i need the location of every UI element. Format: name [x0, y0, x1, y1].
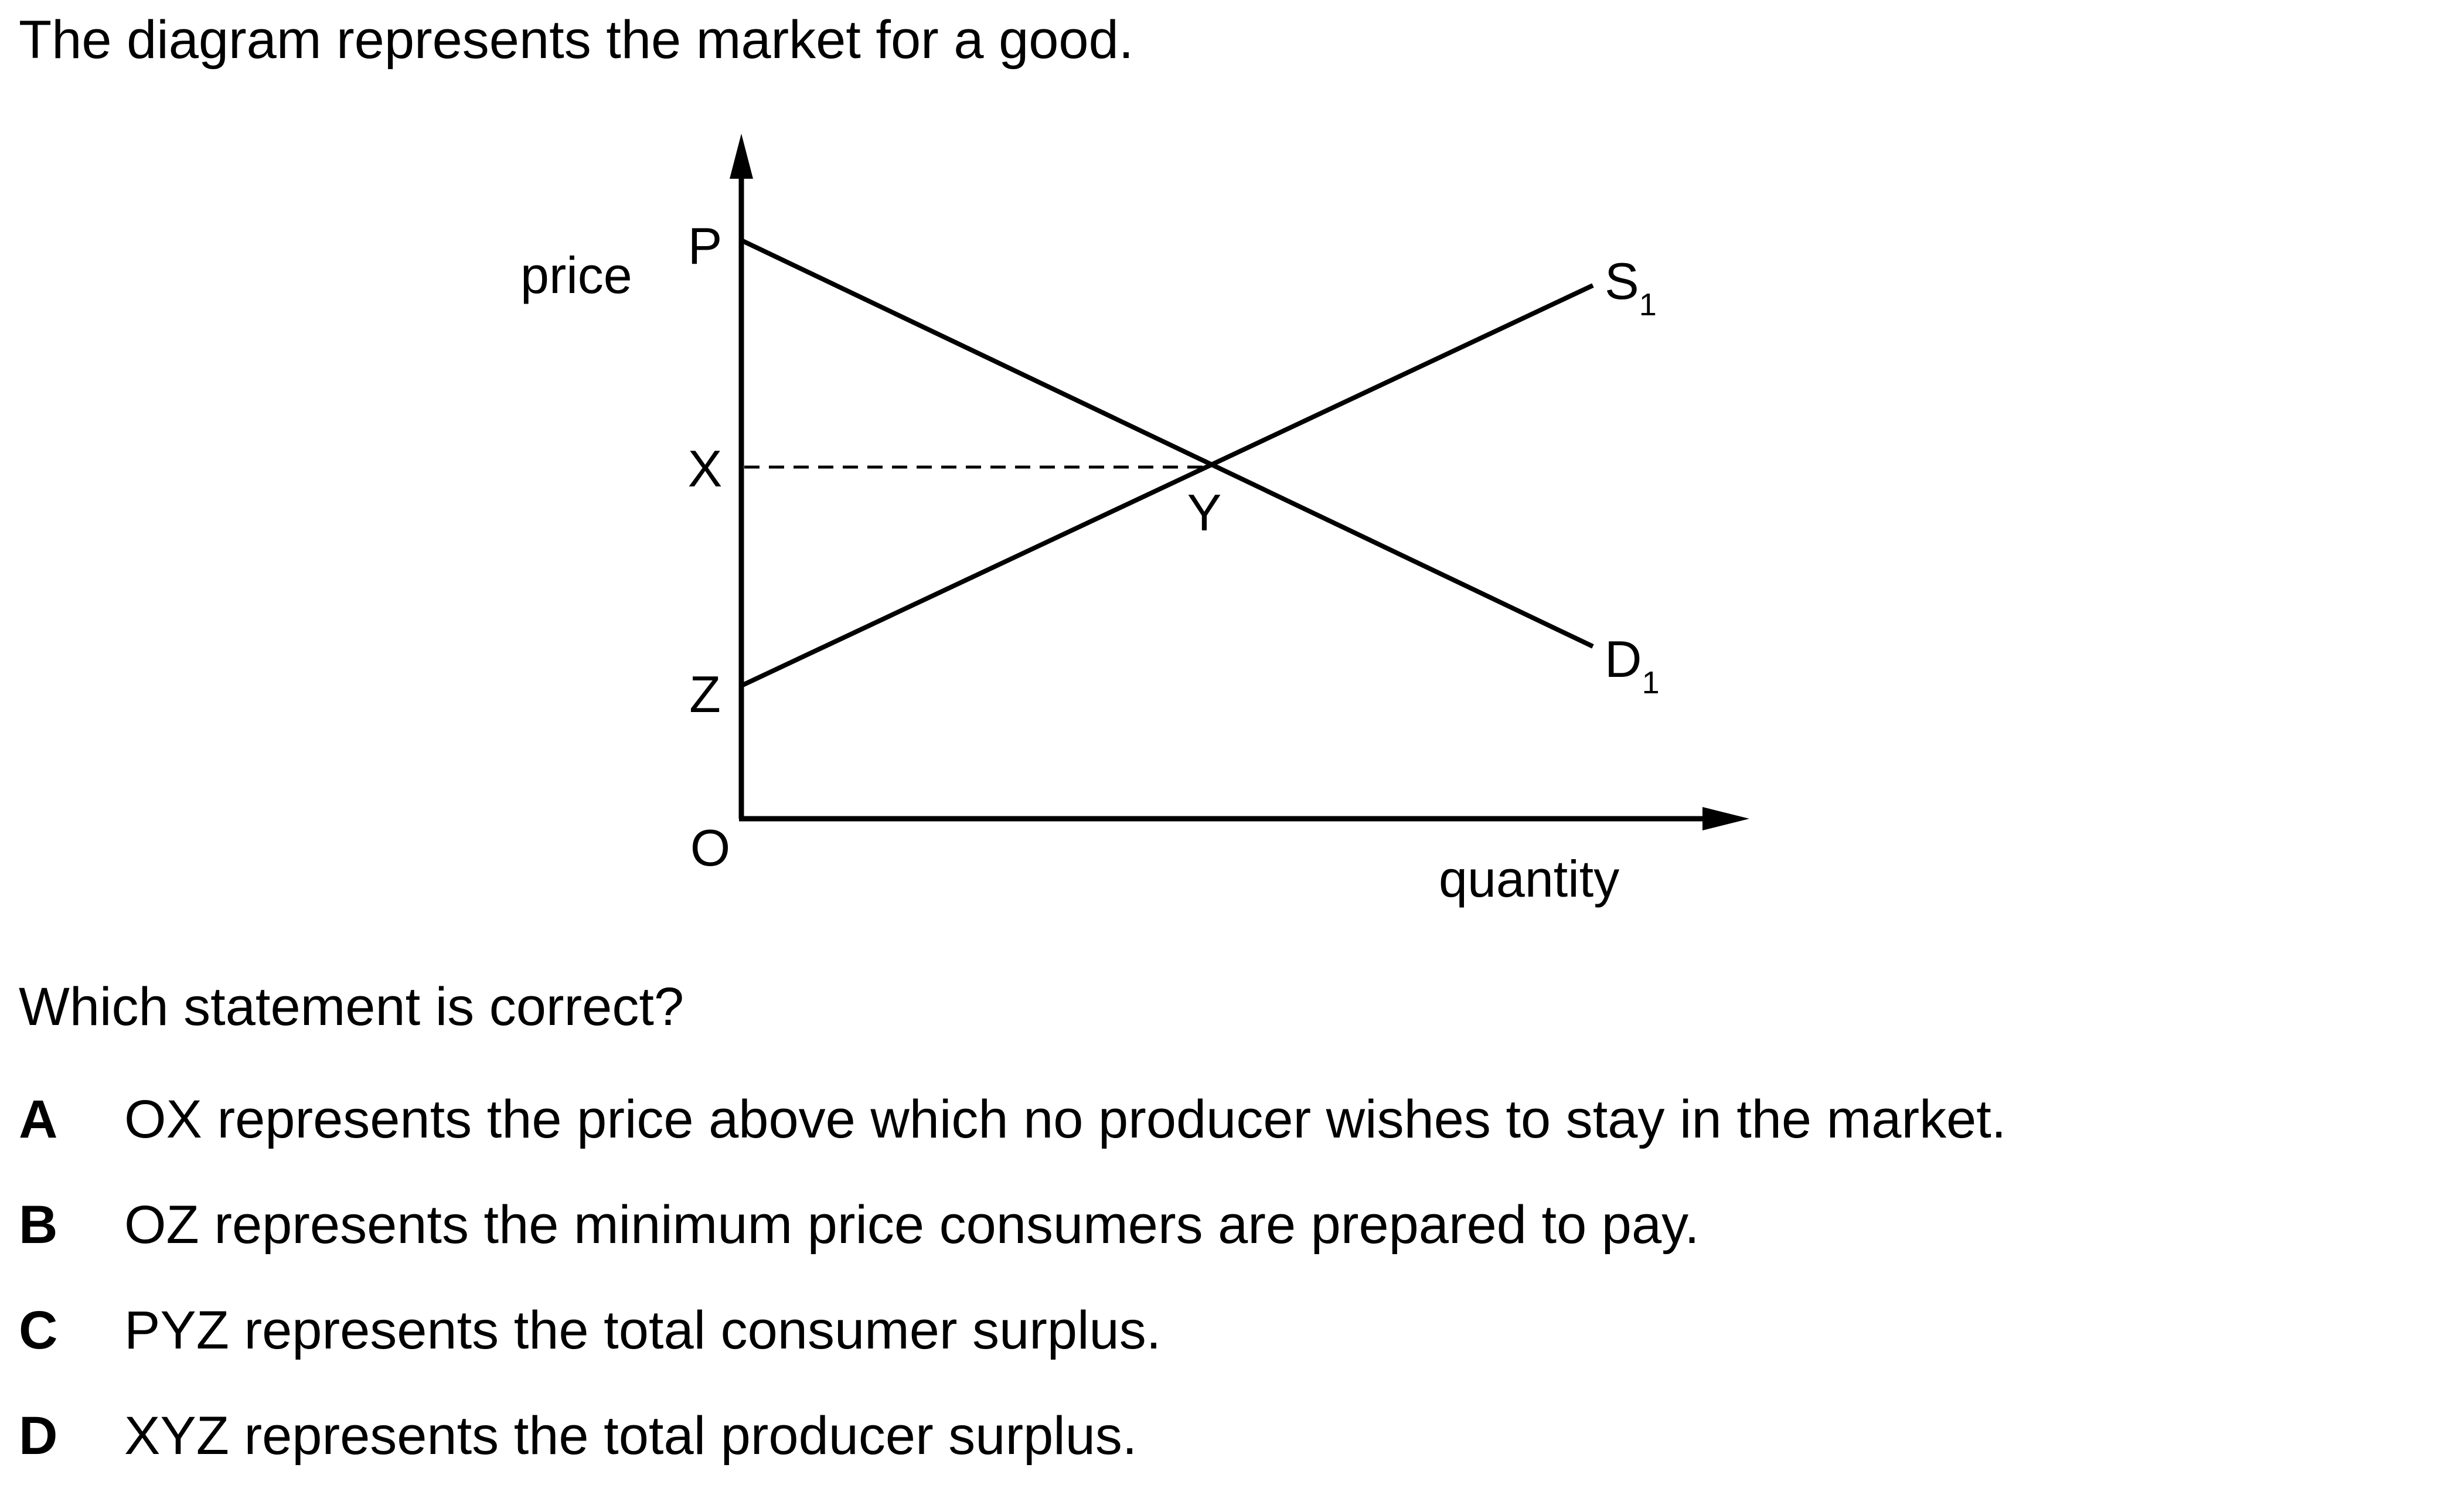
- option-d[interactable]: D XYZ represents the total producer surp…: [19, 1406, 2006, 1512]
- x-axis-arrowhead: [1702, 807, 1749, 830]
- option-text: OX represents the price above which no p…: [124, 1089, 2007, 1149]
- supply-curve-subscript: 1: [1639, 287, 1657, 322]
- point-label-p: P: [688, 217, 723, 275]
- demand-curve-letter: D: [1605, 630, 1642, 688]
- point-label-y: Y: [1187, 483, 1222, 542]
- question-prompt: Which statement is correct?: [19, 977, 685, 1037]
- supply-demand-diagram: price quantity P X Z O Y S1 D1: [520, 134, 1749, 908]
- y-axis-label: price: [520, 246, 632, 304]
- option-letter: B: [19, 1195, 58, 1255]
- demand-curve-d1: [740, 238, 1594, 649]
- supply-curve-s1: [740, 283, 1594, 688]
- point-label-x: X: [688, 440, 723, 498]
- answer-options: A OX represents the price above which no…: [19, 1089, 2007, 1512]
- y-axis-arrowhead: [730, 134, 753, 179]
- option-text: XYZ represents the total producer surplu…: [124, 1406, 1138, 1466]
- option-c[interactable]: C PYZ represents the total consumer surp…: [19, 1300, 2006, 1407]
- demand-curve-label: D1: [1605, 630, 1660, 700]
- option-b[interactable]: B OZ represents the minimum price consum…: [19, 1195, 2006, 1301]
- supply-curve-letter: S: [1605, 252, 1639, 310]
- option-text: OZ represents the minimum price consumer…: [124, 1195, 1700, 1255]
- point-label-z: Z: [689, 665, 721, 723]
- option-text: PYZ represents the total consumer surplu…: [124, 1300, 1162, 1360]
- question-intro: The diagram represents the market for a …: [19, 10, 1134, 70]
- origin-label: O: [690, 819, 730, 877]
- demand-curve-subscript: 1: [1642, 665, 1660, 700]
- option-a[interactable]: A OX represents the price above which no…: [19, 1089, 2007, 1196]
- option-letter: C: [19, 1300, 58, 1360]
- x-axis-label: quantity: [1439, 850, 1619, 908]
- option-letter: D: [19, 1406, 58, 1466]
- option-letter: A: [19, 1089, 58, 1149]
- supply-curve-label: S1: [1605, 252, 1657, 322]
